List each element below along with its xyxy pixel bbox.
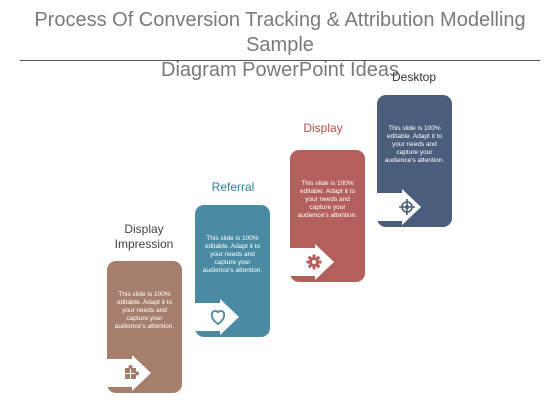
step-card-text: This slide is 100% editable. Adapt it to… (384, 125, 445, 164)
step-card-display: This slide is 100% editable. Adapt it to… (290, 150, 365, 282)
puzzle-icon (125, 365, 139, 379)
step-label-display: Display (283, 121, 363, 136)
step-label-line-1: Display (124, 222, 164, 236)
step-label-desktop: Desktop (374, 70, 454, 85)
gear-icon (306, 254, 322, 270)
crosshair-icon (399, 199, 415, 215)
step-card-text: This slide is 100% editable. Adapt it to… (297, 180, 358, 219)
step-label-line-1: Desktop (391, 70, 437, 84)
title-line-1: Process Of Conversion Tracking & Attribu… (34, 9, 526, 56)
step-arrow (377, 189, 423, 225)
step-card-text: This slide is 100% editable. Adapt it to… (114, 291, 175, 330)
step-card-desktop: This slide is 100% editable. Adapt it to… (377, 95, 452, 227)
step-arrow (107, 355, 153, 391)
step-label-referral: Referral (193, 180, 273, 195)
step-label-line-1: Display (303, 121, 343, 135)
title-line-2: Diagram PowerPoint Ideas (161, 59, 399, 81)
step-label-line-1: Referral (211, 180, 255, 194)
slide-title: Process Of Conversion Tracking & Attribu… (0, 8, 560, 83)
step-label-line-2: Impression (114, 237, 174, 251)
step-arrow (290, 244, 336, 280)
heart-icon (210, 310, 226, 326)
step-arrow (195, 299, 241, 335)
step-label-display-impression: Display Impression (104, 222, 184, 252)
step-card-referral: This slide is 100% editable. Adapt it to… (195, 205, 270, 337)
step-card-display-impression: This slide is 100% editable. Adapt it to… (107, 261, 182, 393)
step-card-text: This slide is 100% editable. Adapt it to… (202, 235, 263, 274)
title-divider (20, 60, 540, 61)
